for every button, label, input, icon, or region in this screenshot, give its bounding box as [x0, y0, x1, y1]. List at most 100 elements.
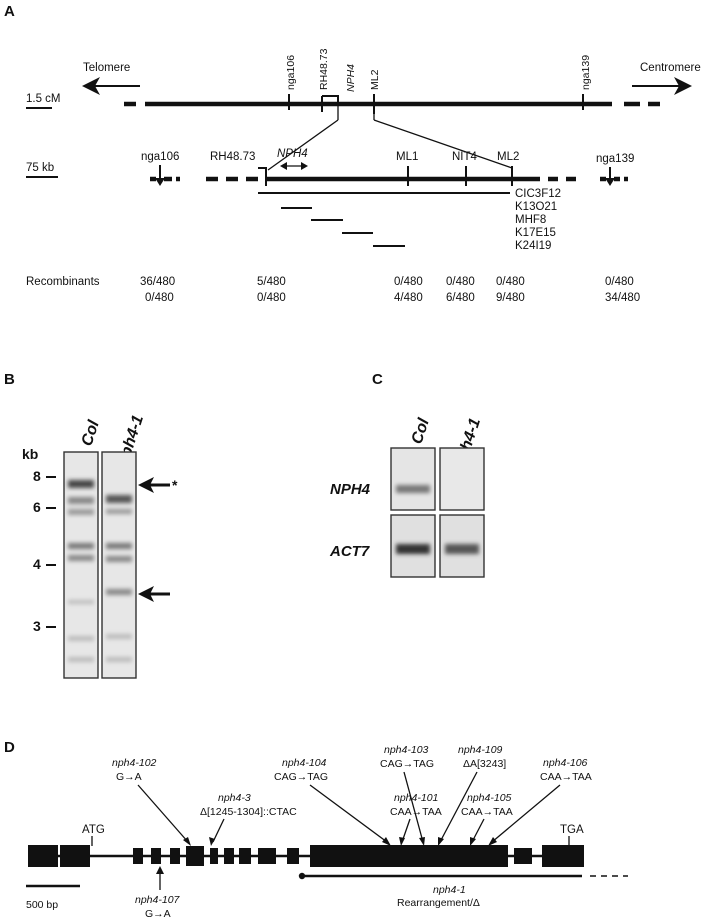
nph4-arrow-left-icon [280, 162, 287, 170]
recomb-r2-c6: 34/480 [605, 292, 640, 304]
mut-name-109: nph4-109 [458, 744, 503, 756]
mut-change-107: G→A [145, 908, 171, 920]
mut-band-6 [106, 634, 132, 639]
detail-label-ml2: ML2 [497, 151, 519, 163]
panel-a-label: A [4, 3, 15, 20]
b-arrow-upper-icon [138, 477, 154, 493]
recomb-r2-c2: 0/480 [257, 292, 286, 304]
b-arrow-star: * [172, 477, 178, 493]
centromere-arrow-icon [674, 77, 692, 95]
col-band-3 [68, 509, 94, 515]
arrow-102-head-icon [183, 837, 191, 846]
mut-band-1 [106, 495, 132, 503]
scale-cm-label: 1.5 cM [26, 93, 61, 105]
telomere-label: Telomere [83, 62, 130, 74]
recomb-r1-c3: 0/480 [394, 276, 423, 288]
mut-change-103: CAG→TAG [380, 758, 434, 770]
blot-c-lane-col: Col [409, 416, 433, 446]
recomb-r1-c6: 0/480 [605, 276, 634, 288]
mut-change-105: CAA→TAA [461, 806, 513, 818]
kb-tick-4: 4 [33, 556, 41, 572]
atg-label: ATG [82, 824, 105, 836]
exon-5 [170, 848, 180, 864]
mut-name-102: nph4-102 [112, 757, 157, 769]
mut-band-5 [106, 589, 132, 595]
row-label-nph4: NPH4 [330, 481, 371, 498]
col-band-6 [68, 600, 94, 604]
tga-label: TGA [560, 824, 584, 836]
mut-band-2 [106, 509, 132, 514]
marker-label-nph4: NPH4 [345, 64, 357, 92]
nph4-arrow-right-icon [301, 162, 308, 170]
exon-3 [133, 848, 143, 864]
col-band-8 [68, 657, 94, 662]
exon-1 [28, 845, 58, 867]
arrow-107-head-icon [156, 866, 164, 874]
exon-10 [258, 848, 276, 864]
exon-9 [239, 848, 251, 864]
recomb-r2-c4: 6/480 [446, 292, 475, 304]
scale-500bp-label: 500 bp [26, 899, 58, 911]
detail-label-ml1: ML1 [396, 151, 418, 163]
panel-b-label: B [4, 371, 15, 388]
marker-label-rh4873: RH48.73 [318, 48, 330, 90]
expand-line-left [267, 119, 339, 171]
mut-change-101: CAA→TAA [390, 806, 442, 818]
marker-label-ml2: ML2 [369, 69, 381, 90]
exon-13 [514, 848, 532, 864]
mut-name-103: nph4-103 [384, 744, 429, 756]
mut-band-7 [106, 657, 132, 662]
recomb-r1-c1: 36/480 [140, 276, 175, 288]
col-band-1 [68, 480, 94, 488]
arrow-105 [471, 818, 485, 843]
recomb-r2-c5: 9/480 [496, 292, 525, 304]
panel-d-label: D [4, 739, 15, 756]
kb-tick-3: 3 [33, 618, 41, 634]
expand-line-right [373, 119, 513, 169]
exon-2 [60, 845, 90, 867]
c-nph4-col-box [390, 447, 436, 511]
telomere-arrow-icon [82, 77, 100, 95]
marker-bracket-rh4873 [322, 95, 339, 104]
panel-c-label: C [372, 371, 383, 388]
mut-change-104: CAG→TAG [274, 771, 328, 783]
mut-name-104: nph4-104 [282, 757, 327, 769]
row-label-act7: ACT7 [329, 543, 370, 560]
detail-label-nit4: NIT4 [452, 151, 478, 163]
kb-tick-8: 8 [33, 468, 41, 484]
mut-change-106: CAA→TAA [540, 771, 592, 783]
col-band-2 [68, 497, 94, 504]
col-band-5 [68, 555, 94, 561]
col-band-4 [68, 543, 94, 549]
clone-label-k24i19: K24I19 [515, 240, 551, 252]
exon-8 [224, 848, 234, 864]
kb-label: kb [22, 446, 38, 462]
exon-7 [210, 848, 218, 864]
arrow-109 [439, 771, 478, 843]
clone-label-cic3f12: CIC3F12 [515, 188, 561, 200]
arrow-3 [212, 818, 225, 843]
recomb-r2-c1: 0/480 [145, 292, 174, 304]
mut-change-102: G→A [116, 771, 142, 783]
exon-4 [151, 848, 161, 864]
blot-b-lane-col: Col [79, 418, 103, 448]
recomb-r1-c4: 0/480 [446, 276, 475, 288]
mut-change-3: Δ[1245-1304]::CTAC [200, 806, 297, 818]
arrow-105-head-icon [470, 837, 476, 846]
mut-name-101: nph4-101 [394, 792, 438, 804]
centromere-label: Centromere [640, 62, 701, 74]
mut-name-105: nph4-105 [467, 792, 512, 804]
recomb-r1-c2: 5/480 [257, 276, 286, 288]
exon-6 [186, 846, 204, 866]
c-act7-mut-band [445, 544, 479, 554]
arrow-104-head-icon [382, 837, 391, 846]
arrow-103 [403, 771, 424, 843]
arrow-106 [491, 784, 561, 843]
mut-band-4 [106, 556, 132, 562]
recomb-r2-c3: 4/480 [394, 292, 423, 304]
b-arrow-lower-icon [138, 586, 154, 602]
arrow-102 [137, 784, 189, 843]
c-nph4-col-band [396, 485, 430, 493]
mut-band-3 [106, 543, 132, 549]
